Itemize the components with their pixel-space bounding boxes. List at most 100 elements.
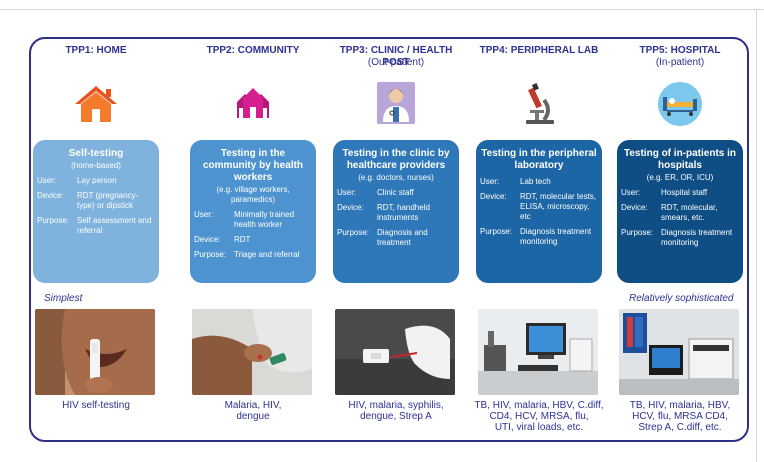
caption-line: UTI, viral loads, etc. (494, 422, 584, 433)
column-title: TPP4: PERIPHERAL LAB (479, 45, 599, 56)
card-subheading: (home-based) (71, 161, 121, 170)
row-label: User: (480, 177, 500, 186)
card-row: User: Lay person (37, 176, 155, 186)
card-row: User: Lab tech (480, 177, 598, 187)
person-with-self-test-photo (35, 309, 155, 395)
caption-line: CD4, HCV, MRSA, flu, (489, 411, 589, 422)
card-row: Device: RDT, handheld instruments (337, 203, 455, 223)
row-value: Diagnosis treatment monitoring (661, 228, 733, 247)
column-caption: HIV, malaria, syphilis,dengue, Strep A (325, 400, 467, 422)
lab-bench-computer-microscope-photo (478, 309, 598, 395)
card-row: Purpose: Diagnosis and treatment (337, 228, 455, 248)
row-value: RDT, handheld instruments (377, 203, 430, 222)
row-value: Diagnosis treatment monitoring (520, 227, 592, 246)
column-caption: TB, HIV, malaria, HBV,HCV, flu, MRSA CD4… (609, 400, 751, 433)
row-value: Diagnosis and treatment (377, 228, 428, 247)
house-icon (71, 80, 121, 128)
card-heading: Testing in the clinic by healthcare prov… (342, 148, 450, 171)
top-rule (0, 9, 764, 10)
card-row: User: Minimally trained health worker (194, 210, 312, 230)
card-heading: Self-testing (68, 148, 124, 159)
caption-line: dengue (236, 411, 270, 422)
row-label: Purpose: (480, 227, 513, 236)
card-row: User: Hospital staff (621, 188, 739, 198)
column-caption: Malaria, HIV,dengue (182, 400, 324, 422)
row-label: Purpose: (37, 216, 70, 225)
row-value: Clinic staff (377, 188, 414, 197)
doctor-icon (371, 80, 421, 128)
card-row: Purpose: Self assessment and referral (37, 216, 155, 236)
right-rule (756, 9, 757, 462)
card-row: Purpose: Diagnosis treatment monitoring (480, 227, 598, 247)
card-row: Device: RDT (pregnancy-type) or dipstick (37, 191, 155, 211)
gloved-hand-rdt-cassette-photo (335, 309, 455, 395)
setting-card: Testing in the clinic by healthcare prov… (333, 140, 459, 283)
row-value: Self assessment and referral (77, 216, 152, 235)
finger-prick-blood-sample-photo (192, 309, 312, 395)
row-label: Device: (621, 203, 648, 212)
column-title: TPP5: HOSPITAL (639, 45, 721, 56)
column-caption: HIV self-testing (25, 400, 167, 411)
caption-line: TB, HIV, malaria, HBV, C.diff, (474, 400, 604, 411)
card-row: User: Clinic staff (337, 188, 455, 198)
row-label: User: (194, 210, 214, 219)
column-title: TPP1: HOME (65, 45, 127, 56)
column-caption: TB, HIV, malaria, HBV, C.diff,CD4, HCV, … (468, 400, 610, 433)
row-label: Device: (37, 191, 64, 200)
column-title: TPP3: CLINIC / HEALTH POST (339, 45, 453, 68)
card-row: Purpose:Triage and referral (194, 250, 312, 260)
card-heading: Testing in the peripheral laboratory (481, 148, 597, 171)
card-subheading: (e.g. doctors, nurses) (358, 173, 434, 182)
row-label: User: (37, 176, 57, 185)
row-value: RDT, molecular, smears, etc. (661, 203, 718, 222)
row-label: Device: (337, 203, 364, 212)
card-row: Device:RDT, molecular tests, ELISA, micr… (480, 192, 598, 222)
caption-line: HCV, flu, MRSA CD4, (632, 411, 728, 422)
card-subheading: (e.g. village workers, paramedics) (216, 185, 290, 204)
caption-line: dengue, Strep A (360, 411, 432, 422)
note-simplest: Simplest (44, 293, 83, 304)
column-tpp1: TPP1: HOME Self-testing (home-based) User:… (25, 0, 167, 462)
card-row: Device: RDT, molecular, smears, etc. (621, 203, 739, 223)
hospital-analyzer-instruments-photo (619, 309, 739, 395)
column-title: TPP2: COMMUNITY (206, 45, 300, 56)
diagram-frame (29, 37, 749, 442)
row-value: RDT (pregnancy-type) or dipstick (77, 191, 139, 210)
row-label: Purpose: (621, 228, 654, 237)
community-houses-icon (228, 80, 278, 128)
caption-line: HIV self-testing (62, 400, 130, 411)
card-heading: Testing in the community by health worke… (202, 148, 303, 183)
row-value: Triage and referral (234, 250, 300, 259)
row-label: User: (337, 188, 357, 197)
hospital-bed-icon (655, 80, 705, 128)
caption-line: Malaria, HIV, (224, 400, 282, 411)
column-tpp2: TPP2: COMMUNITY Testing in the community… (182, 0, 324, 462)
row-label: Device: (480, 192, 507, 201)
card-heading: Testing of in-patients in hospitals (623, 148, 737, 171)
caption-line: Strep A, C.diff, etc. (638, 422, 722, 433)
column-subtitle: (Out-patient) (367, 57, 425, 68)
card-row: Purpose: Diagnosis treatment monitoring (621, 228, 739, 248)
row-label: Device: (194, 235, 221, 244)
caption-line: HIV, malaria, syphilis, (348, 400, 444, 411)
row-value: Lab tech (520, 177, 551, 186)
row-label: User: (621, 188, 641, 197)
card-subheading: (e.g. ER, OR, ICU) (646, 173, 714, 182)
column-tpp3: TPP3: CLINIC / HEALTH POST(Out-patient) … (325, 0, 467, 462)
row-value: RDT (234, 235, 251, 244)
row-value: Lay person (77, 176, 117, 185)
row-label: Purpose: (337, 228, 370, 237)
microscope-icon (514, 80, 564, 128)
row-value: Minimally trained health worker (234, 210, 295, 229)
setting-card: Testing of in-patients in hospitals (e.g.… (617, 140, 743, 283)
column-tpp5: TPP5: HOSPITAL(In-patient) Testing of in… (609, 0, 751, 462)
note-sophisticated: Relatively sophisticated (629, 293, 734, 304)
row-value: Hospital staff (661, 188, 708, 197)
